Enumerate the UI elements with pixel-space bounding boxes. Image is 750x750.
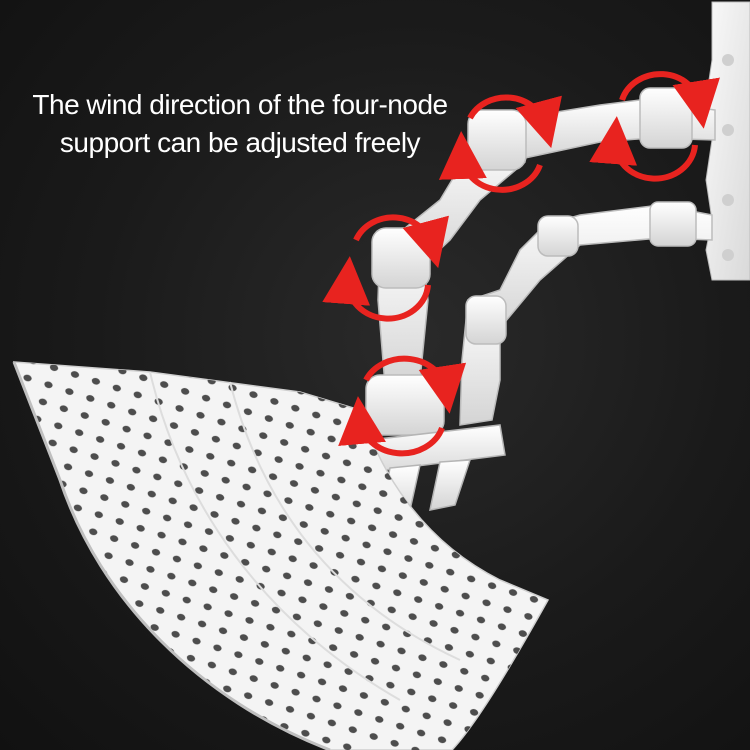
rotation-arrow-icon <box>338 355 467 457</box>
caption: The wind direction of the four-node supp… <box>20 86 460 162</box>
rotation-arrow-icon <box>438 94 562 193</box>
perforated-wind-deflector <box>12 361 550 750</box>
caption-line-2: support can be adjusted freely <box>59 127 421 158</box>
caption-line-1: The wind direction of the four-node <box>32 89 448 120</box>
lower-support-arm <box>459 201 713 426</box>
rotation-arrow-icon <box>589 71 720 182</box>
rotation-arrow-icon <box>322 214 449 322</box>
